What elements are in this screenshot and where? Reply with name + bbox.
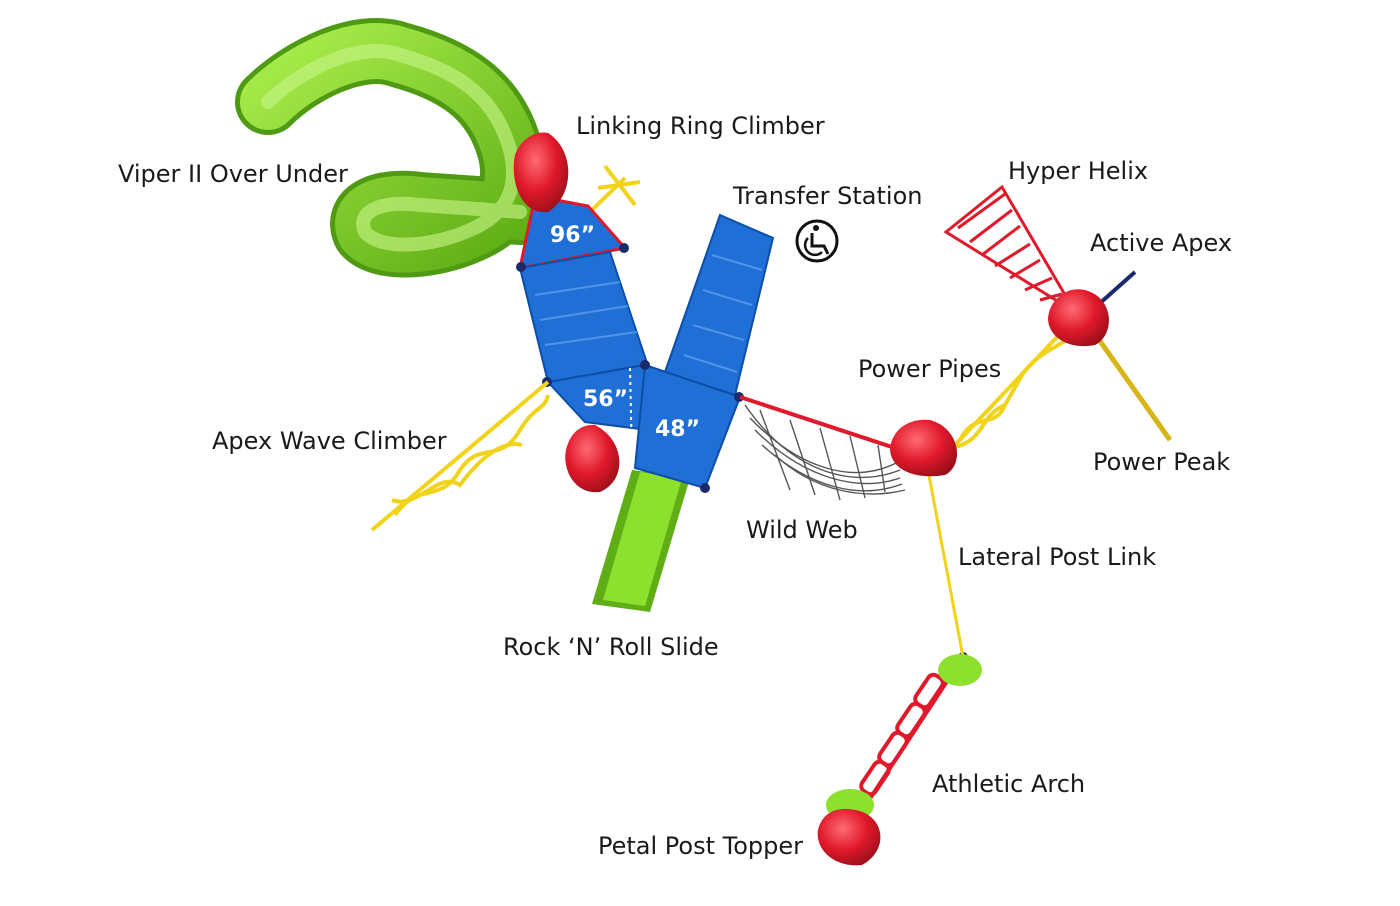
label-hyper-helix: Hyper Helix [1008, 157, 1148, 185]
hyper-helix [943, 184, 1077, 314]
deck-height-96: 96” [550, 223, 595, 248]
wheelchair-accessibility-icon [795, 219, 839, 263]
label-linking-ring-climber: Linking Ring Climber [576, 112, 825, 140]
label-lateral-post-link: Lateral Post Link [958, 543, 1156, 571]
label-transfer-station: Transfer Station [732, 182, 922, 210]
label-power-peak: Power Peak [1093, 448, 1230, 476]
label-rock-n-roll-slide: Rock ‘N’ Roll Slide [503, 633, 719, 661]
label-power-pipes: Power Pipes [858, 355, 1001, 383]
label-wild-web: Wild Web [746, 516, 858, 544]
deck-height-48: 48” [655, 417, 700, 442]
deck-height-56: 56” [583, 387, 628, 412]
label-petal-post-topper: Petal Post Topper [598, 832, 803, 860]
viper-over-under-slide [235, 18, 553, 278]
transfer-station-deck [663, 213, 775, 397]
label-viper-over-under: Viper II Over Under [118, 160, 348, 188]
rock-n-roll-slide [592, 470, 690, 612]
petal-post-toppers [513, 132, 1109, 866]
lateral-post-link [926, 469, 965, 658]
label-active-apex: Active Apex [1090, 229, 1232, 257]
lower-deck [546, 363, 742, 490]
apex-wave-climber [370, 380, 550, 532]
power-pipes [953, 316, 1077, 449]
linking-ring-climber [588, 164, 641, 214]
label-athletic-arch: Athletic Arch [932, 770, 1085, 798]
label-apex-wave-climber: Apex Wave Climber [212, 427, 447, 455]
wild-web-net [739, 395, 906, 501]
